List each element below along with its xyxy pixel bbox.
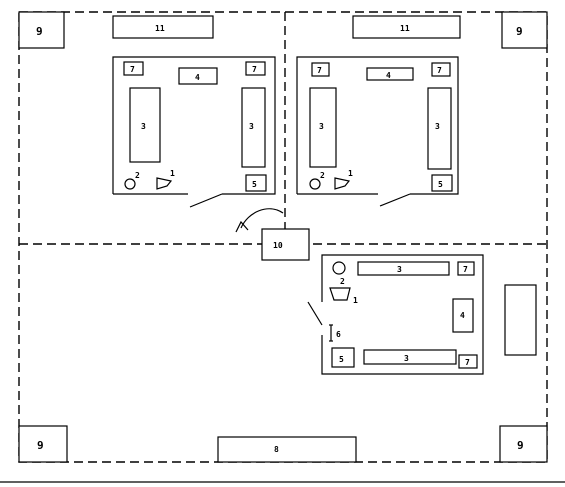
svg-text:3: 3 [404,354,409,363]
small-square: 7 [457,261,475,276]
corner-box-top-left: 9 [18,11,65,49]
svg-text:9: 9 [37,439,44,452]
svg-text:1: 1 [348,169,353,178]
center-box: 10 [261,228,310,261]
basin-1-icon: 1 [156,169,175,190]
svg-text:1: 1 [170,169,175,178]
svg-text:10: 10 [273,241,283,250]
corner-box-bottom-right: 9 [499,425,548,463]
bed: 3 [129,87,161,163]
svg-text:9: 9 [36,25,43,38]
svg-text:3: 3 [397,265,402,274]
svg-text:4: 4 [386,71,391,80]
small-square: 7 [123,61,144,76]
svg-text:4: 4 [460,311,465,320]
svg-text:2: 2 [340,277,345,286]
svg-text:4: 4 [195,73,200,82]
bed: 3 [357,261,450,276]
svg-text:7: 7 [130,65,135,74]
door-swing-arc [240,208,284,229]
svg-text:5: 5 [438,180,443,189]
svg-text:7: 7 [465,358,470,367]
basin-1-icon: 1 [329,287,358,305]
bed: 3 [427,87,452,170]
corner-box-bottom-left: 9 [18,425,68,463]
stool-2-icon: 2 [124,171,140,190]
box-5: 5 [331,347,355,368]
side-table [504,284,537,356]
svg-text:1: 1 [353,296,358,305]
svg-text:5: 5 [339,355,344,364]
desk: 4 [178,67,218,85]
bed: 3 [241,87,266,168]
top-table-left: 11 [112,15,214,39]
small-square: 7 [431,62,451,77]
bed: 3 [309,87,337,168]
box-5: 5 [431,174,453,192]
svg-text:5: 5 [252,180,257,189]
room-top-left: 7 7 4 3 3 5 2 1 [112,56,276,208]
svg-text:7: 7 [317,66,322,75]
room-bottom: 2 1 3 7 4 6 5 3 [307,254,484,375]
small-square: 7 [311,62,330,77]
desk: 4 [366,67,414,81]
svg-text:9: 9 [516,25,523,38]
svg-text:6: 6 [336,330,341,339]
top-table-right: 11 [352,15,461,39]
stool-2-icon: 2 [309,171,325,190]
svg-text:8: 8 [274,445,279,454]
svg-text:7: 7 [252,65,257,74]
bottom-table: 8 [217,436,357,463]
svg-text:7: 7 [437,66,442,75]
small-square: 7 [458,354,478,369]
svg-text:7: 7 [463,265,468,274]
basin-1-icon: 1 [334,169,353,190]
desk: 4 [452,298,474,333]
svg-text:3: 3 [141,122,146,131]
bed: 3 [363,349,457,365]
corner-box-top-right: 9 [501,11,548,49]
svg-text:3: 3 [249,122,254,131]
box-5: 5 [245,174,267,192]
svg-text:2: 2 [135,171,140,180]
stand-6-icon: 6 [329,324,341,342]
stool-icon: 2 [332,261,346,286]
svg-text:2: 2 [320,171,325,180]
svg-text:11: 11 [400,24,410,33]
svg-text:3: 3 [319,122,324,131]
arrow-head-icon [235,220,249,233]
room-top-right: 7 7 4 3 3 5 2 1 [296,56,459,207]
svg-text:9: 9 [517,439,524,452]
outer-boundary [18,11,548,463]
small-square: 7 [245,61,266,76]
svg-text:3: 3 [435,122,440,131]
svg-text:11: 11 [155,24,165,33]
